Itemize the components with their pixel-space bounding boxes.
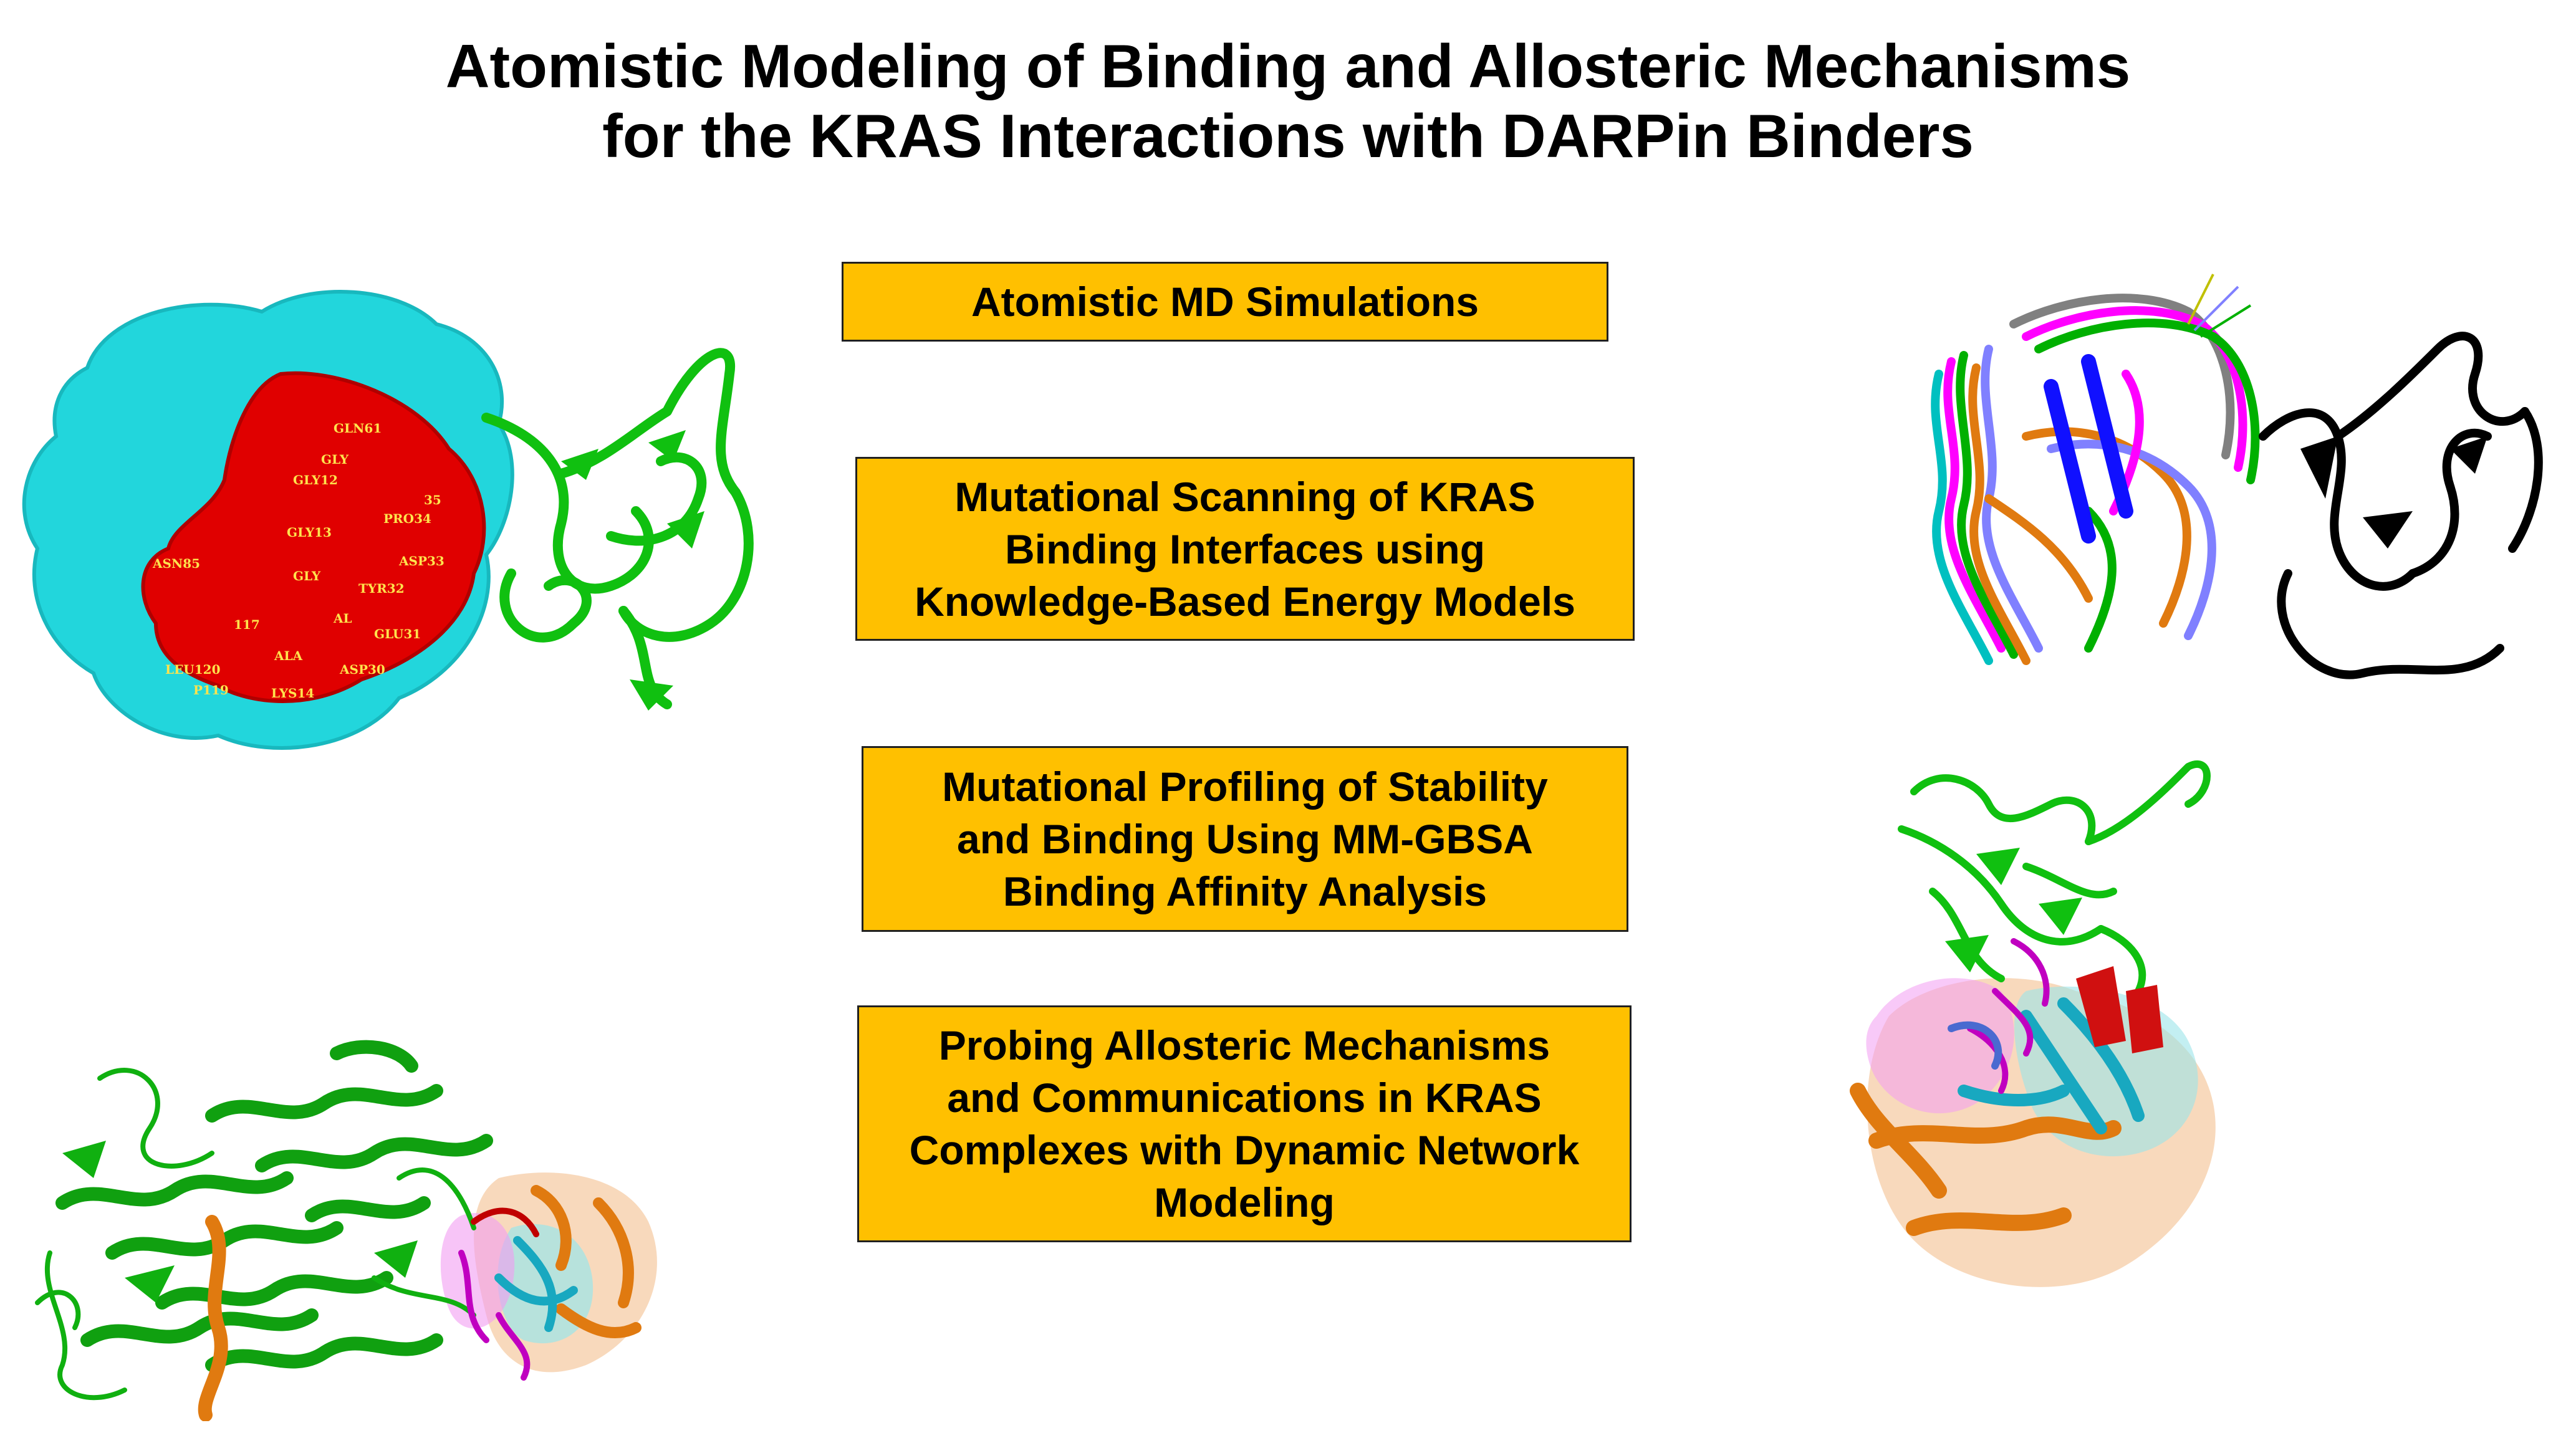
box-line: Binding Interfaces using <box>1004 525 1486 572</box>
ensemble-ribbons <box>1931 294 2260 665</box>
kras-darpin-complex-image <box>1839 754 2263 1340</box>
interface-patch <box>141 371 486 703</box>
residue-label: GLN61 <box>334 421 382 436</box>
residue-label: GLU31 <box>374 626 421 641</box>
residue-label: LEU120 <box>165 662 221 677</box>
box-line: Atomistic MD Simulations <box>971 279 1479 325</box>
box-line: Probing Allosteric Mechanisms <box>938 1022 1550 1068</box>
kras-blue-ribbon <box>1948 1021 2002 1070</box>
green-helices <box>55 1040 493 1372</box>
residue-label: P119 <box>193 683 229 697</box>
green-loops <box>35 1068 476 1401</box>
residue-label: ASP30 <box>340 662 385 677</box>
kras-orange-ribbon <box>1850 1083 2122 1236</box>
allosteric-network-box: Probing Allosteric Mechanisms and Commun… <box>857 1005 1632 1242</box>
box-line: Modeling <box>1154 1179 1335 1225</box>
residue-label: GLY13 <box>287 525 332 540</box>
page-title: Atomistic Modeling of Binding and Allost… <box>0 31 2576 171</box>
title-line-2: for the KRAS Interactions with DARPin Bi… <box>602 102 1974 170</box>
box-line: Binding Affinity Analysis <box>1002 868 1487 914</box>
residue-label: GLY <box>293 568 321 583</box>
orange-helix <box>198 1215 228 1421</box>
kras-cyan-ribbon <box>494 1236 578 1332</box>
kras-surface-interface-image <box>12 274 823 773</box>
kras-orange-helices <box>531 1185 642 1338</box>
residue-label: ASP33 <box>399 554 445 568</box>
residue-label-layer: GLN61 GLY GLY12 35 PRO34 GLY13 ASP33 ASN… <box>12 274 823 773</box>
residue-label: 117 <box>234 617 260 632</box>
residue-label: 35 <box>424 492 441 507</box>
box-line: Knowledge-Based Energy Models <box>915 578 1575 625</box>
green-darpin-ribbon <box>1898 760 2211 995</box>
residue-label: AL <box>334 611 352 626</box>
residue-label: ASN85 <box>153 556 201 571</box>
residue-label: ALA <box>274 648 303 663</box>
residue-label: GLY12 <box>293 472 338 487</box>
box-line: Complexes with Dynamic Network <box>909 1127 1580 1173</box>
magenta-surface <box>1866 978 2014 1114</box>
residue-label: LYS14 <box>271 686 315 701</box>
box-line: and Communications in KRAS <box>947 1075 1542 1121</box>
mm-gbsa-box: Mutational Profiling of Stability and Bi… <box>862 746 1628 932</box>
residue-label: TYR32 <box>358 581 405 596</box>
kras-cyan-ribbon <box>1958 997 2145 1134</box>
residue-label: GLY <box>321 452 349 467</box>
black-darpin-strands <box>2300 436 2487 549</box>
green-darpin-strands <box>1945 848 2082 972</box>
large-complex-image <box>25 1016 711 1421</box>
kras-red-ribbon <box>2076 966 2163 1053</box>
title-line-1: Atomistic Modeling of Binding and Allost… <box>445 32 2131 100</box>
ensemble-tails <box>2187 274 2252 338</box>
black-darpin-ribbon <box>2259 332 2543 679</box>
md-simulations-box: Atomistic MD Simulations <box>842 262 1608 342</box>
residue-label: PRO34 <box>383 511 431 526</box>
darpin-strands <box>561 430 704 711</box>
kras-magenta-surface <box>440 1213 515 1329</box>
box-line: and Binding Using MM-GBSA <box>957 816 1533 862</box>
box-line: Mutational Scanning of KRAS <box>954 473 1536 520</box>
box-line: Mutational Profiling of Stability <box>942 764 1548 810</box>
mutational-scanning-box: Mutational Scanning of KRAS Binding Inte… <box>855 457 1635 641</box>
green-sheets <box>62 1141 418 1303</box>
md-ensemble-image <box>1901 249 2562 736</box>
kras-red-magenta <box>458 1207 539 1381</box>
